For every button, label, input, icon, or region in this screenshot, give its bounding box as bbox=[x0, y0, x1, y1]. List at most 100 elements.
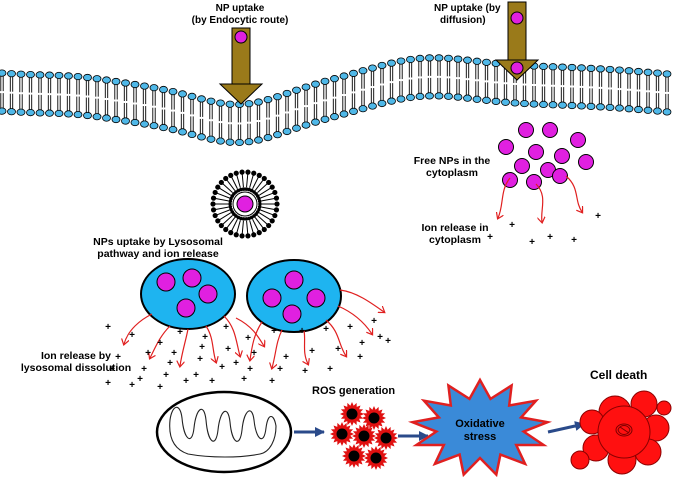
phospholipid-head bbox=[292, 124, 301, 132]
phospholipid-head bbox=[0, 107, 7, 115]
phospholipid-head bbox=[263, 134, 273, 142]
phospholipid-head bbox=[159, 85, 168, 94]
label-line: diffusion) bbox=[440, 14, 486, 26]
phospholipid-head bbox=[216, 137, 225, 145]
nanoparticle bbox=[552, 168, 568, 184]
phospholipid-head bbox=[377, 61, 387, 70]
phospholipid-head bbox=[472, 95, 482, 103]
label-diffusion-uptake: NP uptake (by diffusion) bbox=[434, 3, 501, 26]
phospholipid-head bbox=[83, 73, 92, 82]
ion-plus: + bbox=[167, 358, 173, 369]
phospholipid-head bbox=[273, 131, 282, 139]
nanoparticle bbox=[262, 288, 282, 308]
phospholipid-head bbox=[444, 92, 453, 100]
phospholipid-head bbox=[434, 54, 444, 62]
label-cell-death: Cell death bbox=[590, 368, 648, 382]
phospholipid-head bbox=[273, 93, 282, 101]
ion-plus: + bbox=[141, 364, 147, 375]
ion-plus: + bbox=[115, 352, 121, 363]
nanoparticle bbox=[528, 144, 544, 160]
phospholipid-head bbox=[64, 72, 73, 80]
phospholipid-head bbox=[263, 96, 273, 104]
ion-plus: + bbox=[225, 344, 231, 355]
phospholipid-head bbox=[368, 64, 377, 72]
phospholipid-head bbox=[358, 67, 368, 75]
phospholipid-head bbox=[586, 64, 596, 72]
ion-plus: + bbox=[247, 364, 253, 375]
phospholipid-head bbox=[558, 101, 567, 109]
phospholipid-head bbox=[311, 80, 320, 88]
nanoparticle bbox=[518, 122, 534, 138]
phospholipid-head bbox=[130, 118, 140, 127]
phospholipid-head bbox=[168, 125, 178, 134]
ion-plus: + bbox=[233, 358, 239, 369]
phospholipid-head bbox=[501, 98, 510, 106]
ion-plus: + bbox=[385, 336, 391, 347]
ion-plus: + bbox=[269, 376, 275, 387]
phospholipid-head bbox=[301, 121, 311, 129]
phospholipid-head bbox=[149, 84, 159, 92]
label-line: NP uptake (by bbox=[434, 3, 501, 14]
ion-plus: + bbox=[193, 370, 199, 381]
ion-plus: + bbox=[323, 324, 329, 335]
label-line: NPs uptake by Lysosomal bbox=[93, 236, 223, 248]
flow-arrows bbox=[294, 421, 585, 441]
phospholipid-head bbox=[510, 99, 520, 107]
ion-plus: + bbox=[245, 333, 251, 344]
ion-plus: + bbox=[157, 382, 163, 393]
phospholipid-head bbox=[653, 107, 662, 115]
phospholipid-head bbox=[349, 107, 358, 115]
phospholipid-head bbox=[54, 71, 64, 80]
phospholipid-head bbox=[596, 103, 605, 111]
phospholipid-head bbox=[662, 108, 672, 116]
nanoparticle bbox=[570, 132, 586, 148]
phospholipid-head bbox=[463, 94, 472, 102]
phospholipid-head bbox=[596, 65, 605, 73]
ion-plus: + bbox=[251, 348, 257, 359]
phospholipid-head bbox=[73, 110, 83, 119]
phospholipid-head bbox=[178, 90, 187, 98]
phospholipid-head bbox=[415, 92, 425, 101]
ros-particle bbox=[374, 426, 398, 450]
label-oxidative-stress: Oxidative stress bbox=[440, 418, 520, 443]
phospholipid-head bbox=[396, 95, 406, 103]
phospholipid-head bbox=[140, 120, 149, 128]
cytoplasm-ion-arrows bbox=[498, 175, 582, 222]
phospholipid-head bbox=[339, 72, 349, 80]
phospholipid-head bbox=[529, 100, 539, 108]
ion-plus: + bbox=[219, 362, 225, 373]
ion-plus: + bbox=[197, 354, 203, 365]
phospholipid-head bbox=[406, 93, 415, 102]
phospholipid-head bbox=[187, 130, 197, 138]
phospholipid-head bbox=[311, 118, 320, 126]
phospholipid-head bbox=[425, 54, 434, 62]
label-line: lysosomal dissolution bbox=[20, 362, 132, 375]
lysosome-left bbox=[140, 258, 236, 330]
ion-plus: + bbox=[177, 327, 183, 338]
mitochondrion bbox=[155, 390, 293, 474]
ion-plus: + bbox=[129, 330, 135, 341]
phospholipid-head bbox=[35, 71, 45, 79]
phospholipid-head bbox=[197, 133, 206, 141]
free-nanoparticles-cluster bbox=[498, 122, 594, 190]
phospholipid-head bbox=[520, 99, 529, 108]
diffusion-uptake-arrow bbox=[494, 1, 540, 81]
phospholipid-head bbox=[453, 55, 463, 63]
phospholipid-head bbox=[0, 69, 7, 77]
phospholipid-head bbox=[643, 68, 653, 76]
phospholipid-head bbox=[225, 100, 235, 108]
phospholipid-head bbox=[73, 72, 83, 81]
nanoparticle bbox=[498, 139, 514, 155]
phospholipid-head bbox=[102, 114, 111, 122]
oxidative-stress-star bbox=[407, 377, 553, 478]
phospholipid-head bbox=[415, 54, 425, 63]
ion-plus: + bbox=[105, 378, 111, 389]
ros-particle bbox=[362, 406, 386, 430]
phospholipid-head bbox=[121, 117, 130, 125]
label-line: Ion release in bbox=[421, 222, 489, 234]
nanoparticle bbox=[510, 61, 524, 75]
flow-arrow bbox=[547, 421, 585, 434]
label-endocytic-uptake: NP uptake (by Endocytic route) bbox=[175, 3, 305, 26]
phospholipid-head bbox=[387, 97, 396, 105]
